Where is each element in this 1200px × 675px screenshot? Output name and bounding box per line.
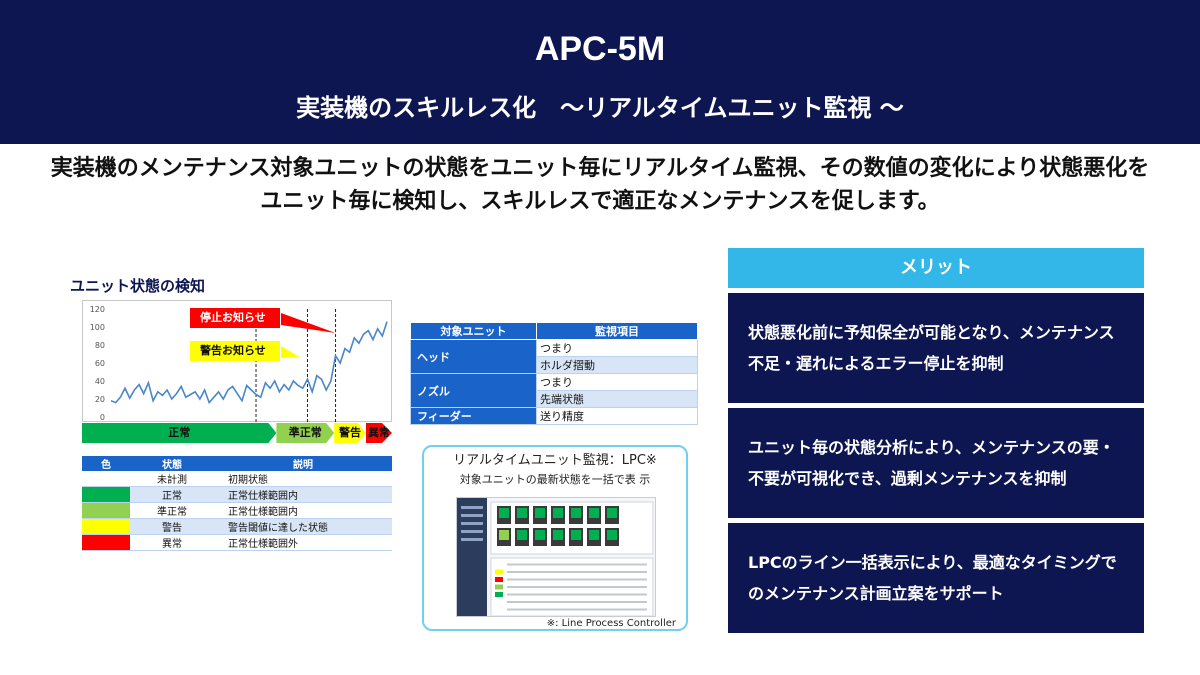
legend-desc: 警告閾値に達した状態 bbox=[214, 518, 392, 535]
y-tick-label: 100 bbox=[90, 323, 105, 332]
legend-color-swatch bbox=[82, 534, 130, 551]
lpc-screenshot-illustration bbox=[457, 498, 654, 616]
y-tick-label: 0 bbox=[100, 413, 105, 422]
unit-table-header-unit: 対象ユニット bbox=[410, 322, 537, 340]
unit-name: ヘッド bbox=[410, 339, 537, 374]
merit-item: 状態悪化前に予知保全が可能となり、メンテナンス不足・遅れによるエラー停止を抑制 bbox=[728, 293, 1144, 403]
y-tick-label: 60 bbox=[95, 359, 105, 368]
lpc-row-line bbox=[507, 563, 647, 566]
monitor-item: つまり bbox=[536, 373, 698, 391]
monitor-item: 先端状態 bbox=[536, 390, 698, 408]
legend-status: 異常 bbox=[130, 534, 214, 551]
warning-notice-callout: 警告お知らせ bbox=[190, 341, 280, 361]
y-tick-label: 120 bbox=[90, 305, 105, 314]
page-title: APC-5M bbox=[534, 30, 666, 68]
merit-text: LPCのライン一括表示により、最適なタイミングでのメンテナンス計画立案をサポート bbox=[748, 553, 1117, 603]
legend-row: 警告 警告閾値に達した状態 bbox=[82, 518, 392, 535]
status-bar: 正常準正常警告異常 bbox=[82, 423, 392, 443]
lpc-tile-status bbox=[553, 530, 563, 540]
lpc-row-status bbox=[495, 569, 503, 575]
monitor-item: ホルダ摺動 bbox=[536, 356, 698, 374]
lpc-screenshot bbox=[456, 497, 656, 617]
legend-row: 正常 正常仕様範囲内 bbox=[82, 486, 392, 503]
merit-text: ユニット毎の状態分析により、メンテナンスの要・不要が可視化でき、過剰メンテナンス… bbox=[748, 438, 1115, 488]
lpc-row-line bbox=[507, 586, 647, 588]
lpc-tile-status bbox=[499, 508, 509, 518]
legend-header-desc: 説明 bbox=[214, 456, 392, 471]
lpc-tile-status bbox=[589, 508, 599, 518]
y-tick-label: 80 bbox=[95, 341, 105, 350]
legend-color-swatch bbox=[82, 471, 130, 487]
lead-text: 実装機のメンテナンス対象ユニットの状態をユニット毎にリアルタイム監視、その数値の… bbox=[50, 156, 1150, 214]
lpc-tile-status bbox=[535, 508, 545, 518]
lpc-title: リアルタイムユニット監視：LPC※ bbox=[453, 453, 657, 468]
legend-header-status: 状態 bbox=[130, 456, 214, 471]
lpc-tile-status bbox=[607, 530, 617, 540]
lpc-row-status bbox=[495, 577, 503, 582]
legend-color-swatch bbox=[82, 502, 130, 519]
lpc-row-line bbox=[507, 601, 647, 603]
monitor-item: つまり bbox=[536, 339, 698, 357]
lpc-tile-status bbox=[589, 530, 599, 540]
legend-header-color: 色 bbox=[82, 456, 130, 471]
status-segment: 異常 bbox=[366, 423, 392, 443]
lpc-row-status bbox=[495, 599, 503, 605]
monitored-units-table: 対象ユニット 監視項目 ヘッド つまり ホルダ摺動 ノズル つまり 先端状態 フ… bbox=[410, 322, 698, 425]
page-subtitle: 実装機のスキルレス化 ～リアルタイムユニット監視 ～ bbox=[296, 94, 904, 122]
lpc-tile-status bbox=[535, 530, 545, 540]
legend-row: 異常 正常仕様範囲外 bbox=[82, 534, 392, 551]
lpc-card: リアルタイムユニット監視：LPC※ 対象ユニットの最新状態を一括で表 示 ※: … bbox=[422, 445, 688, 631]
legend-desc: 正常仕様範囲外 bbox=[214, 534, 392, 551]
lpc-tile-status bbox=[517, 508, 527, 518]
legend-desc: 初期状態 bbox=[214, 471, 392, 487]
lpc-tile-status bbox=[553, 508, 563, 518]
legend-status: 警告 bbox=[130, 518, 214, 535]
warning-callout-arrow bbox=[281, 346, 300, 358]
merit-item: ユニット毎の状態分析により、メンテナンスの要・不要が可視化でき、過剰メンテナンス… bbox=[728, 408, 1144, 518]
lpc-tile-status bbox=[607, 508, 617, 518]
legend-status: 正常 bbox=[130, 486, 214, 503]
merit-heading: メリット bbox=[728, 248, 1144, 288]
status-segment: 警告 bbox=[334, 423, 366, 443]
merit-text: 状態悪化前に予知保全が可能となり、メンテナンス不足・遅れによるエラー停止を抑制 bbox=[748, 323, 1115, 373]
stop-notice-callout: 停止お知らせ bbox=[190, 308, 280, 328]
unit-name: フィーダー bbox=[410, 407, 537, 425]
lpc-row-line bbox=[507, 571, 647, 573]
lpc-row-line bbox=[507, 578, 647, 581]
line-chart-svg: 0 20 40 60 80 100 120 bbox=[90, 305, 388, 423]
lpc-tile-status bbox=[571, 508, 581, 518]
lpc-tile-status bbox=[571, 530, 581, 540]
lpc-subtitle: 対象ユニットの最新状態を一括で表 示 bbox=[459, 473, 651, 486]
status-legend-table: 色 状態 説明 未計測 初期状態 正常 正常仕様範囲内 準正常 正常仕様範囲内 … bbox=[82, 456, 392, 551]
legend-row: 準正常 正常仕様範囲内 bbox=[82, 502, 392, 519]
lpc-row-status bbox=[495, 584, 503, 590]
status-segment: 正常 bbox=[82, 423, 276, 443]
monitor-item: 送り精度 bbox=[536, 407, 698, 425]
lpc-row-status bbox=[495, 562, 503, 567]
lpc-row-status bbox=[495, 607, 503, 612]
header-banner: APC-5M 実装機のスキルレス化 ～リアルタイムユニット監視 ～ bbox=[0, 0, 1200, 144]
y-tick-label: 40 bbox=[95, 377, 105, 386]
lpc-tile-status bbox=[499, 530, 509, 540]
unit-name: ノズル bbox=[410, 373, 537, 408]
legend-color-swatch bbox=[82, 486, 130, 503]
legend-desc: 正常仕様範囲内 bbox=[214, 502, 392, 519]
series-line bbox=[110, 321, 388, 405]
unit-table-header-item: 監視項目 bbox=[536, 322, 698, 340]
chart-section-title: ユニット状態の検知 bbox=[70, 277, 206, 295]
stop-callout-arrow bbox=[281, 313, 336, 333]
lpc-footnote: ※: Line Process Controller bbox=[546, 618, 676, 629]
legend-row: 未計測 初期状態 bbox=[82, 471, 392, 487]
y-tick-label: 20 bbox=[95, 395, 105, 404]
status-segment: 準正常 bbox=[276, 423, 334, 443]
legend-status: 未計測 bbox=[130, 471, 214, 487]
legend-color-swatch bbox=[82, 518, 130, 535]
merit-item: LPCのライン一括表示により、最適なタイミングでのメンテナンス計画立案をサポート bbox=[728, 523, 1144, 633]
lpc-row-line bbox=[507, 593, 647, 596]
legend-status: 準正常 bbox=[130, 502, 214, 519]
lpc-row-line bbox=[507, 608, 647, 611]
lpc-row-status bbox=[495, 592, 503, 597]
legend-desc: 正常仕様範囲内 bbox=[214, 486, 392, 503]
lpc-tile-status bbox=[517, 530, 527, 540]
